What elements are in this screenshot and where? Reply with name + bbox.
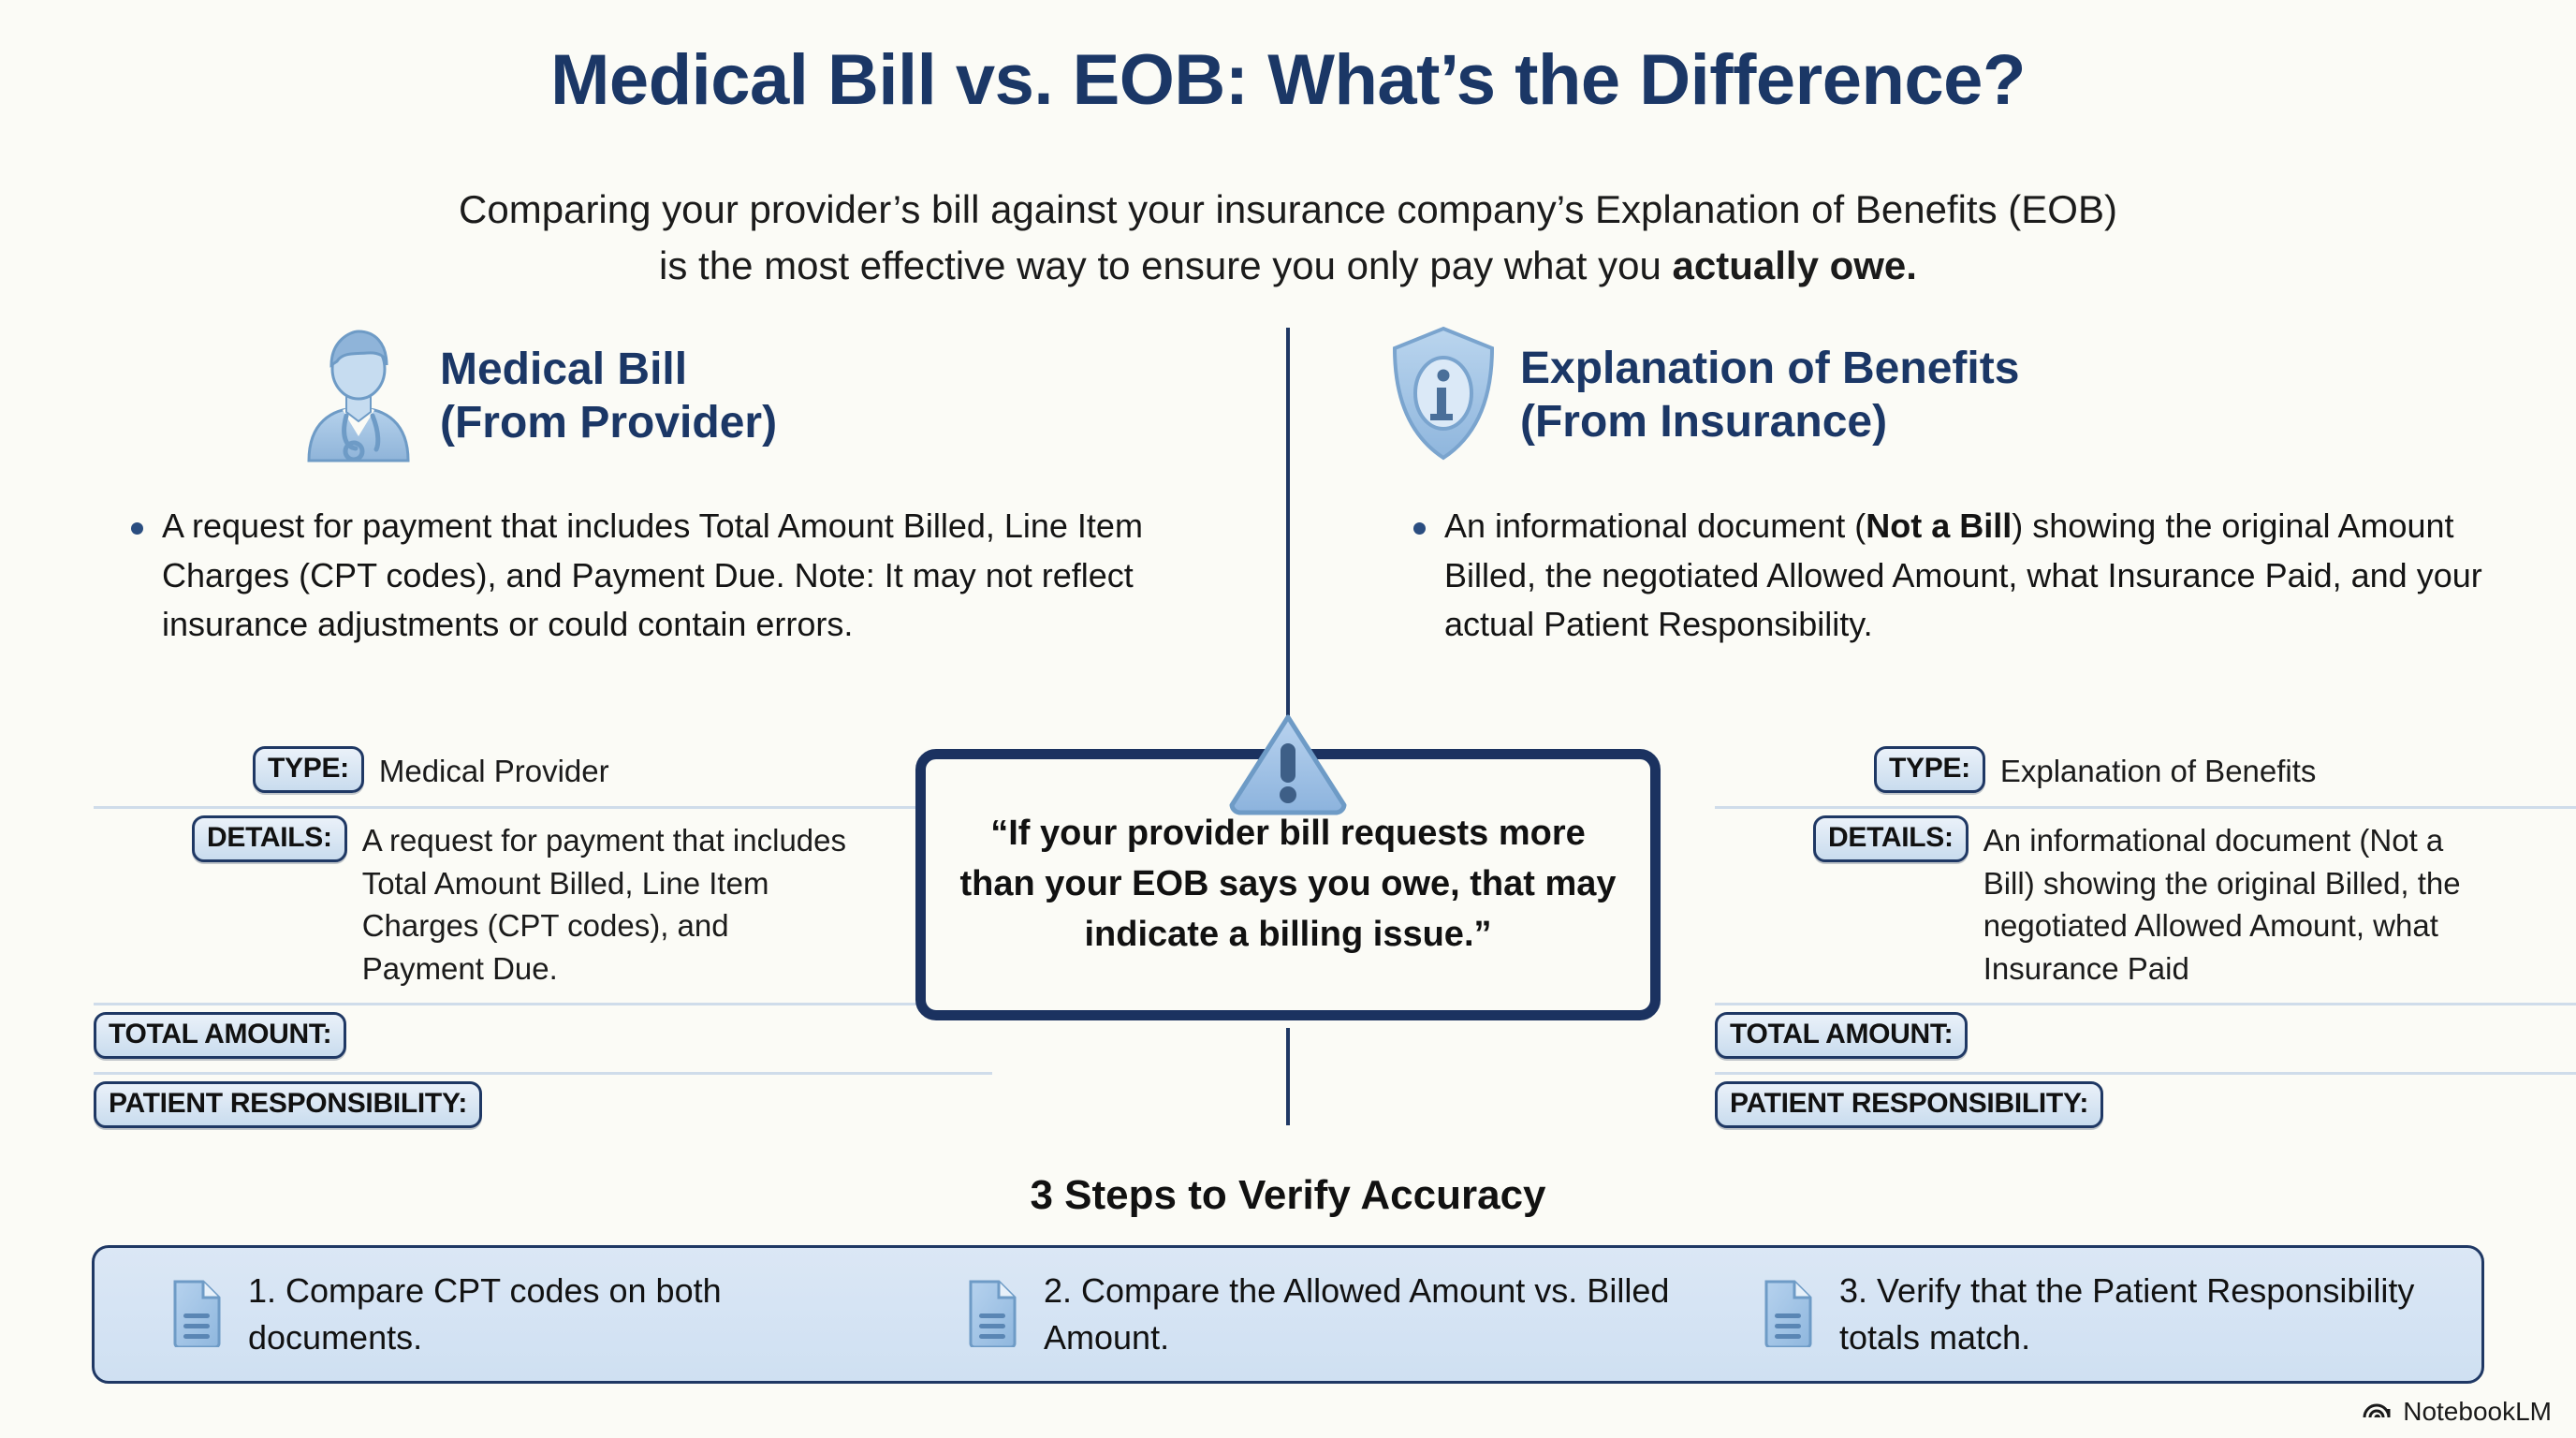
steps-bar: 1. Compare CPT codes on both documents. … <box>92 1245 2484 1384</box>
table-row: TOTAL AMOUNT: <box>1715 1005 2576 1076</box>
document-icon <box>1761 1278 1815 1352</box>
notebooklm-label: NotebookLM <box>2403 1396 2552 1426</box>
chip-type: TYPE: <box>1874 746 1985 793</box>
list-item: 3. Verify that the Patient Responsibilit… <box>1686 1268 2481 1362</box>
bullet-text-right-post: ) showing the original Amount Billed, th… <box>1444 506 2482 644</box>
column-heading-line2-right: (From Insurance) <box>1520 396 1888 447</box>
column-heading-line1-right: Explanation of Benefits <box>1520 343 2020 393</box>
column-heading-line2-left: (From Provider) <box>440 397 778 448</box>
subtitle-line-1: Comparing your provider’s bill against y… <box>459 187 2117 231</box>
column-heading-text-right: Explanation of Benefits (From Insurance) <box>1520 343 2019 448</box>
steps-section-title: 3 Steps to Verify Accuracy <box>1030 1172 1546 1218</box>
bullet-medical-bill: A request for payment that includes Tota… <box>131 502 1208 650</box>
bullet-text-left: A request for payment that includes Tota… <box>162 506 1143 644</box>
chip-details: DETAILS: <box>192 815 347 862</box>
document-icon <box>169 1278 224 1352</box>
step-text: 3. Verify that the Patient Responsibilit… <box>1839 1270 2415 1357</box>
detail-table-eob: TYPE: Explanation of Benefits DETAILS: A… <box>1715 740 2576 1141</box>
notebooklm-logo-icon <box>2362 1396 2393 1427</box>
notebooklm-watermark: NotebookLM <box>2362 1396 2552 1427</box>
value-type: Explanation of Benefits <box>1999 754 2317 788</box>
table-row: PATIENT RESPONSIBILITY: <box>94 1075 992 1141</box>
value-details: An informational document (Not a Bill) s… <box>1983 823 2461 986</box>
document-icon <box>965 1278 1019 1352</box>
chip-total-amount: TOTAL AMOUNT: <box>1715 1012 1969 1060</box>
bullet-dot-icon <box>1413 522 1426 535</box>
column-header-eob: Explanation of Benefits (From Insurance) <box>1387 324 2019 467</box>
bullet-text-right-bold: Not a Bill <box>1866 506 2012 545</box>
table-row: TYPE: Explanation of Benefits <box>1715 740 2576 809</box>
column-heading-text-left: Medical Bill (From Provider) <box>440 344 777 449</box>
page-subtitle: Comparing your provider’s bill against y… <box>352 182 2224 293</box>
chip-total-amount: TOTAL AMOUNT: <box>94 1012 347 1060</box>
chip-patient-responsibility: PATIENT RESPONSIBILITY: <box>94 1081 483 1129</box>
center-divider-upper <box>1286 328 1290 732</box>
column-heading-line1-left: Medical Bill <box>440 344 688 394</box>
callout-text: “If your provider bill requests more tha… <box>959 814 1617 954</box>
shield-info-icon <box>1387 324 1500 467</box>
chip-details: DETAILS: <box>1813 815 1969 862</box>
value-type: Medical Provider <box>378 754 609 788</box>
bullet-text-right: An informational document (Not a Bill) s… <box>1444 502 2490 650</box>
warning-triangle-icon <box>1226 712 1350 816</box>
table-row: TOTAL AMOUNT: <box>94 1005 992 1076</box>
table-row: PATIENT RESPONSIBILITY: <box>1715 1075 2576 1141</box>
chip-type: TYPE: <box>253 746 364 793</box>
step-text: 1. Compare CPT codes on both documents. <box>248 1270 722 1357</box>
column-header-medical-bill: Medical Bill (From Provider) <box>298 324 777 469</box>
page-title: Medical Bill vs. EOB: What’s the Differe… <box>550 40 2026 120</box>
list-item: 2. Compare the Allowed Amount vs. Billed… <box>890 1268 1686 1362</box>
table-row: TYPE: Medical Provider <box>94 740 992 809</box>
table-row: DETAILS: An informational document (Not … <box>1715 809 2576 1006</box>
bullet-dot-icon <box>131 522 143 535</box>
value-details: A request for payment that includes Tota… <box>361 823 847 986</box>
doctor-icon <box>298 324 419 469</box>
subtitle-line-2-emphasis: actually owe. <box>1672 242 1917 287</box>
step-text: 2. Compare the Allowed Amount vs. Billed… <box>1044 1270 1670 1357</box>
bullet-eob: An informational document (Not a Bill) s… <box>1413 502 2490 650</box>
subtitle-line-2-text: is the most effective way to ensure you … <box>659 242 1673 287</box>
table-row: DETAILS: A request for payment that incl… <box>94 809 992 1006</box>
detail-table-medical-bill: TYPE: Medical Provider DETAILS: A reques… <box>94 740 992 1141</box>
list-item: 1. Compare CPT codes on both documents. <box>95 1268 890 1362</box>
chip-patient-responsibility: PATIENT RESPONSIBILITY: <box>1715 1081 2104 1129</box>
center-divider-lower <box>1286 1028 1290 1125</box>
bullet-text-right-pre: An informational document ( <box>1444 506 1866 545</box>
